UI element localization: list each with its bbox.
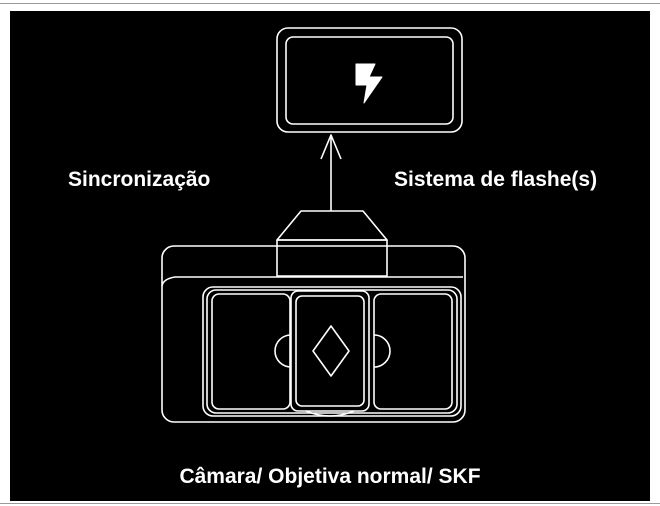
flash-unit — [276, 27, 463, 133]
left-knob — [274, 334, 292, 368]
right-slot — [373, 293, 453, 410]
camera-body — [161, 245, 466, 423]
top-border-line — [0, 3, 660, 4]
diagram-canvas: Sincronização Sistema de flashe(s) Câmar… — [10, 11, 650, 501]
control-slots — [211, 290, 453, 417]
hot-shoe — [276, 210, 388, 277]
right-knob — [373, 334, 391, 368]
camera-body-outer — [161, 245, 466, 423]
left-slot — [211, 293, 291, 410]
center-slot-outer — [290, 290, 370, 412]
flash-system-label: Sistema de flashe(s) — [394, 168, 598, 191]
bottom-knob — [305, 410, 355, 417]
lightning-bolt-icon — [355, 63, 383, 104]
camera-label: Câmara/ Objetiva normal/ SKF — [179, 465, 481, 488]
bottom-border-line — [0, 503, 660, 504]
camera-panel-inner — [206, 289, 458, 414]
sync-arrow-head — [320, 134, 342, 160]
diagram-drawing — [161, 27, 466, 423]
diamond-icon — [312, 325, 350, 377]
flash-unit-outer — [276, 27, 463, 133]
hot-shoe-top — [276, 210, 388, 241]
camera-body-top-line — [161, 276, 463, 287]
flash-unit-inner — [285, 36, 454, 125]
sync-label: Sincronização — [68, 168, 211, 191]
center-slot-inner — [295, 295, 365, 407]
arrow-up-icon — [320, 134, 342, 211]
hot-shoe-base — [276, 239, 388, 277]
camera-panel-outer — [202, 286, 462, 417]
